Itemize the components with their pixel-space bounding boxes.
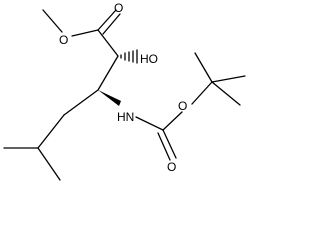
solid-wedge-nh — [98, 90, 121, 106]
bond-carbamate-o — [162, 111, 183, 131]
atom-label-boc-carbonyl-oxygen: O — [167, 160, 176, 174]
atom-label-carbonyl-oxygen: O — [114, 1, 123, 15]
bond-n-carbamate — [135, 116, 164, 131]
bond-o-carbonyl-carbon — [71, 29, 99, 37]
bond-carbamate-double-1 — [162, 129, 177, 159]
structure-canvas: O O HO HN O O — [3, 1, 246, 181]
bond-tbutyl-methyl-up — [194, 52, 213, 83]
bond-tbutyl-methyl-down — [211, 81, 241, 106]
bond-methyl-o — [42, 9, 63, 33]
bond-o-tbutyl — [191, 81, 213, 105]
atom-label-hydroxyl: HO — [140, 52, 158, 66]
atom-label-amine: HN — [117, 110, 134, 124]
hashed-wedge-oh — [120, 49, 138, 64]
bond-tbutyl-methyl-right — [211, 75, 246, 83]
bond-carbamate-double-2 — [157, 132, 171, 161]
bond-c3-ch2 — [63, 89, 99, 116]
bond-carbonyl-double-2 — [102, 13, 121, 35]
atom-label-boc-ester-oxygen: O — [178, 99, 187, 113]
bond-c1-c2 — [97, 29, 119, 57]
skeletal-formula: O O HO HN O O — [3, 1, 246, 181]
bond-ch-methyl-2 — [37, 147, 61, 181]
bond-c2-c3 — [97, 55, 119, 91]
bond-ch2-ch — [37, 114, 65, 149]
bond-carbonyl-double-1 — [97, 9, 117, 31]
atom-label-ester-oxygen: O — [59, 33, 68, 47]
